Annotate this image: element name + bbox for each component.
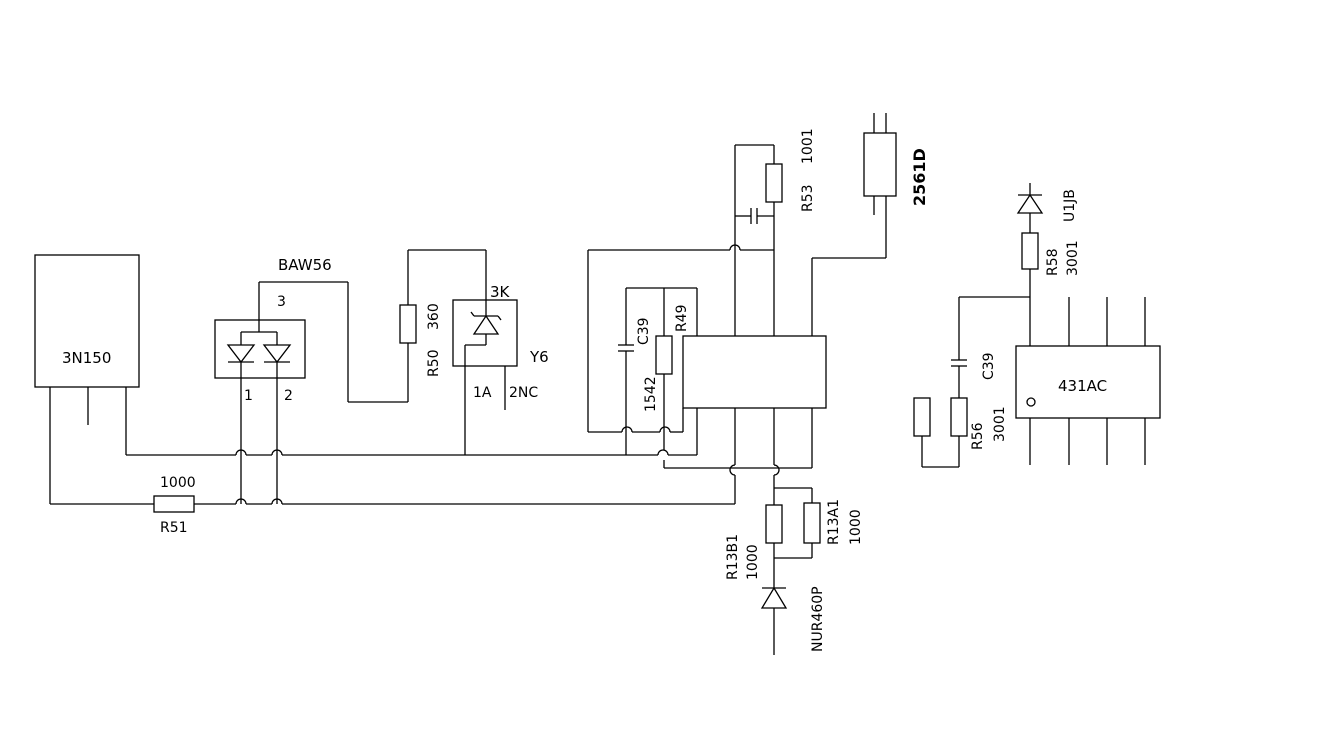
diode-u1jb: U1JB: [1016, 183, 1078, 233]
r13a1-value-label: 1000: [848, 509, 864, 545]
r53-value-label: 1001: [800, 128, 816, 164]
r13b1-label: R13B1: [725, 534, 741, 580]
baw56-pin2-label: 2: [284, 388, 293, 404]
resistor-r51: 1000 R51: [153, 475, 196, 536]
y6-name-label: Y6: [529, 348, 549, 366]
r13a1-label: R13A1: [826, 499, 842, 545]
chip-3n150: 3N150: [34, 254, 140, 504]
diode-pair-baw56: BAW56 3 1 2: [214, 256, 408, 504]
r50-value-label: 360: [426, 303, 442, 330]
main-ic: [587, 145, 827, 505]
wire-bottom-line: [50, 408, 736, 505]
resistor-r13a1: R13A1 1000: [774, 487, 864, 559]
r56-label: R56: [970, 422, 986, 450]
r56-value-label: 3001: [992, 406, 1008, 442]
nur460p-label: NUR460P: [810, 586, 826, 652]
c39-left-label: C39: [636, 317, 652, 345]
baw56-pin3-label: 3: [277, 294, 286, 310]
r58-label: R58: [1045, 248, 1061, 276]
chip-431ac: 431AC: [1015, 297, 1161, 465]
diode-nur460p: NUR460P: [760, 586, 826, 655]
chip-431ac-label: 431AC: [1058, 377, 1107, 395]
resistor-r53: R53 1001: [735, 128, 816, 250]
resistor-r50: R50 360: [399, 249, 487, 402]
r58-value-label: 3001: [1065, 240, 1081, 276]
baw56-label: BAW56: [278, 256, 332, 274]
capacitor-c39-right: C39: [951, 296, 1030, 398]
y6-pin2nc-label: 2NC: [509, 385, 538, 401]
r13b1-value-label: 1000: [745, 544, 761, 580]
resistor-r56: R56 3001: [913, 397, 1008, 468]
r50-name-label: R50: [426, 349, 442, 377]
capacitor-r53-parallel: [735, 208, 774, 224]
resistor-r49: R49: [655, 288, 690, 450]
r53-label: R53: [800, 184, 816, 212]
regulator-y6: 3K Y6 1A 2NC: [452, 283, 549, 455]
c39-right-label: C39: [981, 352, 997, 380]
connector-2561d: 2561D: [812, 113, 929, 259]
r49-label: R49: [674, 304, 690, 332]
c39-left-value-label: 1542: [643, 376, 659, 412]
chip-3n150-label: 3N150: [62, 349, 111, 367]
resistor-r58: R58 3001: [1021, 232, 1081, 346]
r51-name-label: R51: [160, 520, 188, 536]
resistor-r13b1: R13B1 1000: [725, 504, 783, 588]
capacitor-c39-left: C39 1542: [618, 287, 697, 455]
y6-pin3k-label: 3K: [490, 283, 511, 301]
r51-value-label: 1000: [160, 475, 196, 491]
baw56-pin1-label: 1: [244, 388, 253, 404]
connector-2561d-label: 2561D: [910, 148, 929, 206]
y6-pin1a-label: 1A: [473, 385, 492, 401]
u1jb-label: U1JB: [1062, 189, 1078, 222]
